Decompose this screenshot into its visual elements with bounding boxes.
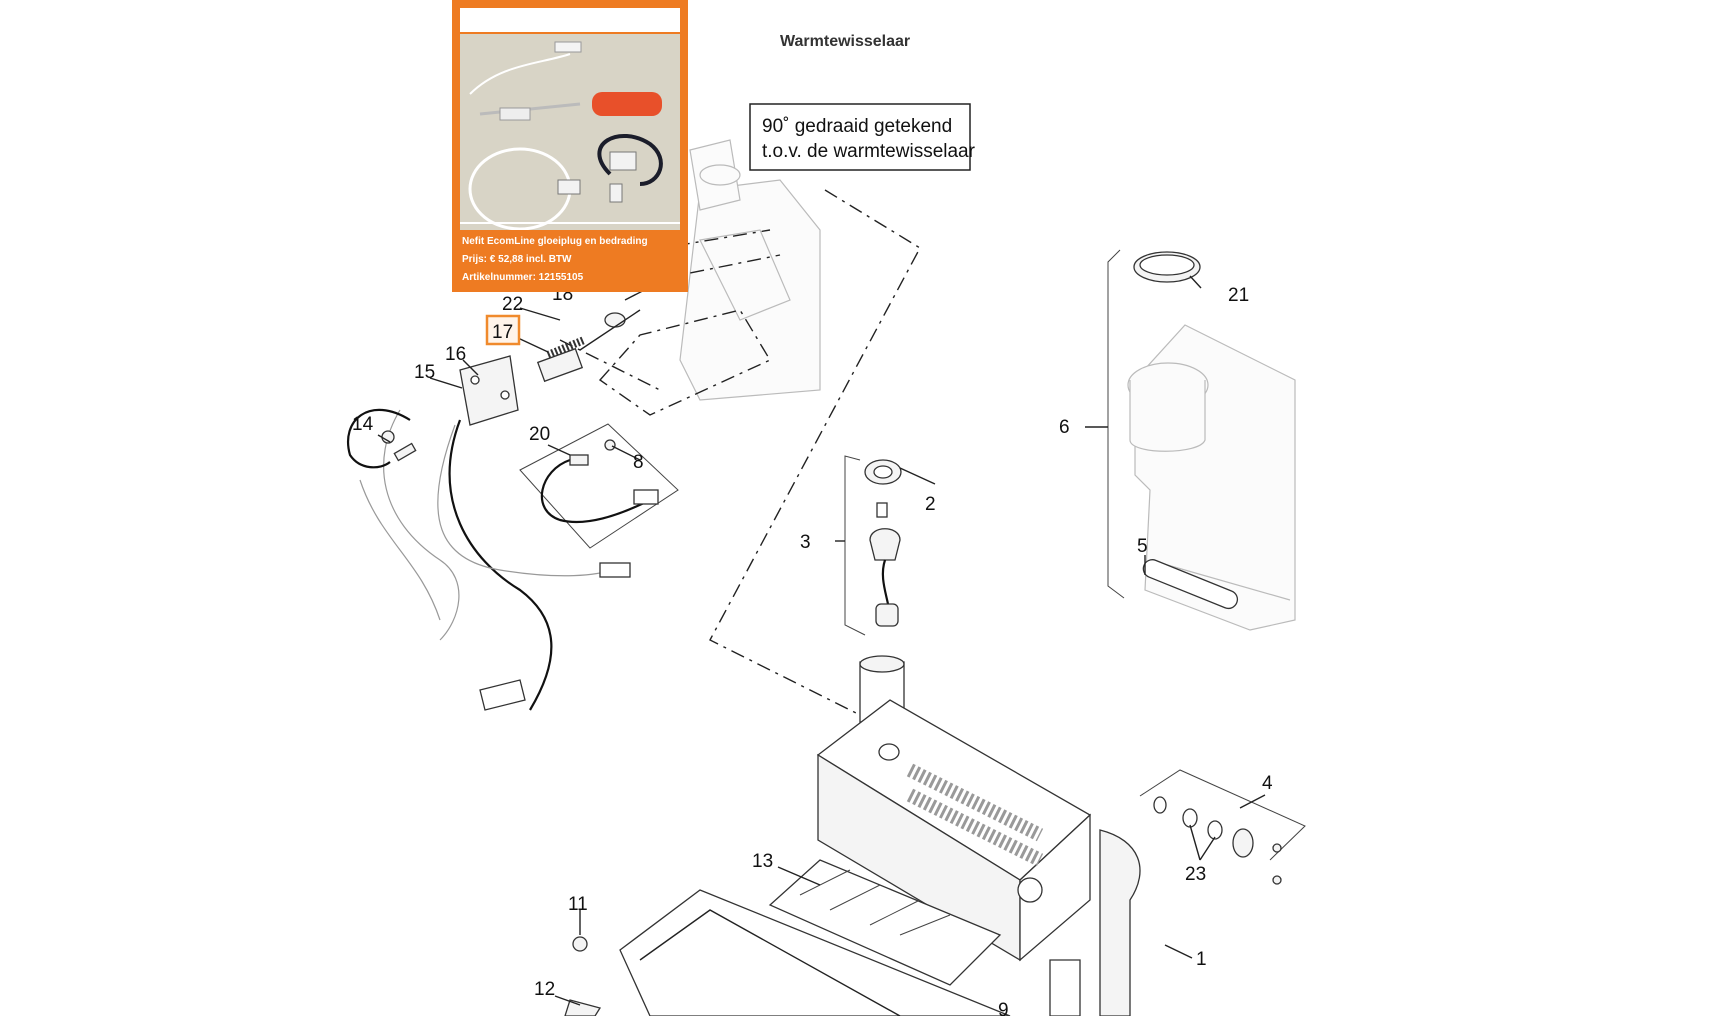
hotspot-highlight-box[interactable] <box>485 314 521 346</box>
small-part-12 <box>564 999 602 1016</box>
igniter-assembly <box>459 281 661 426</box>
part-label-14: 14 <box>352 414 374 435</box>
part-label-5: 5 <box>1137 536 1148 557</box>
rotation-note: 90˚ gedraaid getekend t.o.v. de warmtewi… <box>749 103 976 171</box>
product-popup-card[interactable]: Nefit EcomLine gloeiplug en bedrading Pr… <box>452 0 688 292</box>
sight-glass-assembly <box>844 455 902 636</box>
part-label-16: 16 <box>445 344 466 365</box>
condensate-trap <box>1107 249 1296 631</box>
product-photo <box>460 34 680 231</box>
axis-line-c <box>559 339 661 391</box>
fitting-set <box>1139 769 1306 885</box>
product-price: Prijs: € 52,88 incl. BTW <box>462 254 572 265</box>
part-label-13: 13 <box>752 851 773 872</box>
part-label-6: 6 <box>1059 417 1070 438</box>
small-part-11 <box>572 936 588 952</box>
part-label-21: 21 <box>1228 285 1249 306</box>
product-article-number: Artikelnummer: 12155105 <box>462 272 584 283</box>
leader-lines <box>377 275 1266 1006</box>
part-label-11: 11 <box>568 894 588 915</box>
part-label-4: 4 <box>1262 773 1273 794</box>
hotspot-part-17[interactable]: 17 <box>485 314 521 346</box>
part-label-20: 20 <box>529 424 550 445</box>
part-label-12: 12 <box>534 979 555 1000</box>
burner-plate <box>619 859 1011 1016</box>
heat-exchanger-block <box>816 655 1141 1016</box>
diagram-title: Warmtewisselaar <box>780 33 910 50</box>
part-label-9: 9 <box>998 1000 1009 1016</box>
part-label-8: 8 <box>633 452 644 473</box>
part-label-15: 15 <box>414 362 435 383</box>
part-label-1: 1 <box>1196 949 1207 970</box>
part-label-3: 3 <box>800 532 811 553</box>
clip-part <box>347 408 417 469</box>
part-label-17[interactable]: 17 <box>492 322 513 343</box>
part-label-22: 22 <box>502 294 523 315</box>
part-label-2: 2 <box>925 494 936 515</box>
product-card-topbar <box>460 8 680 32</box>
igniter-zone-outline <box>598 309 772 416</box>
product-card-divider <box>460 222 680 224</box>
note-line-2: t.o.v. de warmtewisselaar <box>762 141 976 162</box>
note-line-1: 90˚ gedraaid getekend <box>762 116 952 137</box>
product-name[interactable]: Nefit EcomLine gloeiplug en bedrading <box>462 236 648 247</box>
part-label-23: 23 <box>1185 864 1206 885</box>
wiring-harness <box>359 409 631 711</box>
assembly-path-line <box>709 189 921 721</box>
sensor-cable-kit <box>519 423 679 549</box>
burner-housing-ghost <box>679 139 821 401</box>
